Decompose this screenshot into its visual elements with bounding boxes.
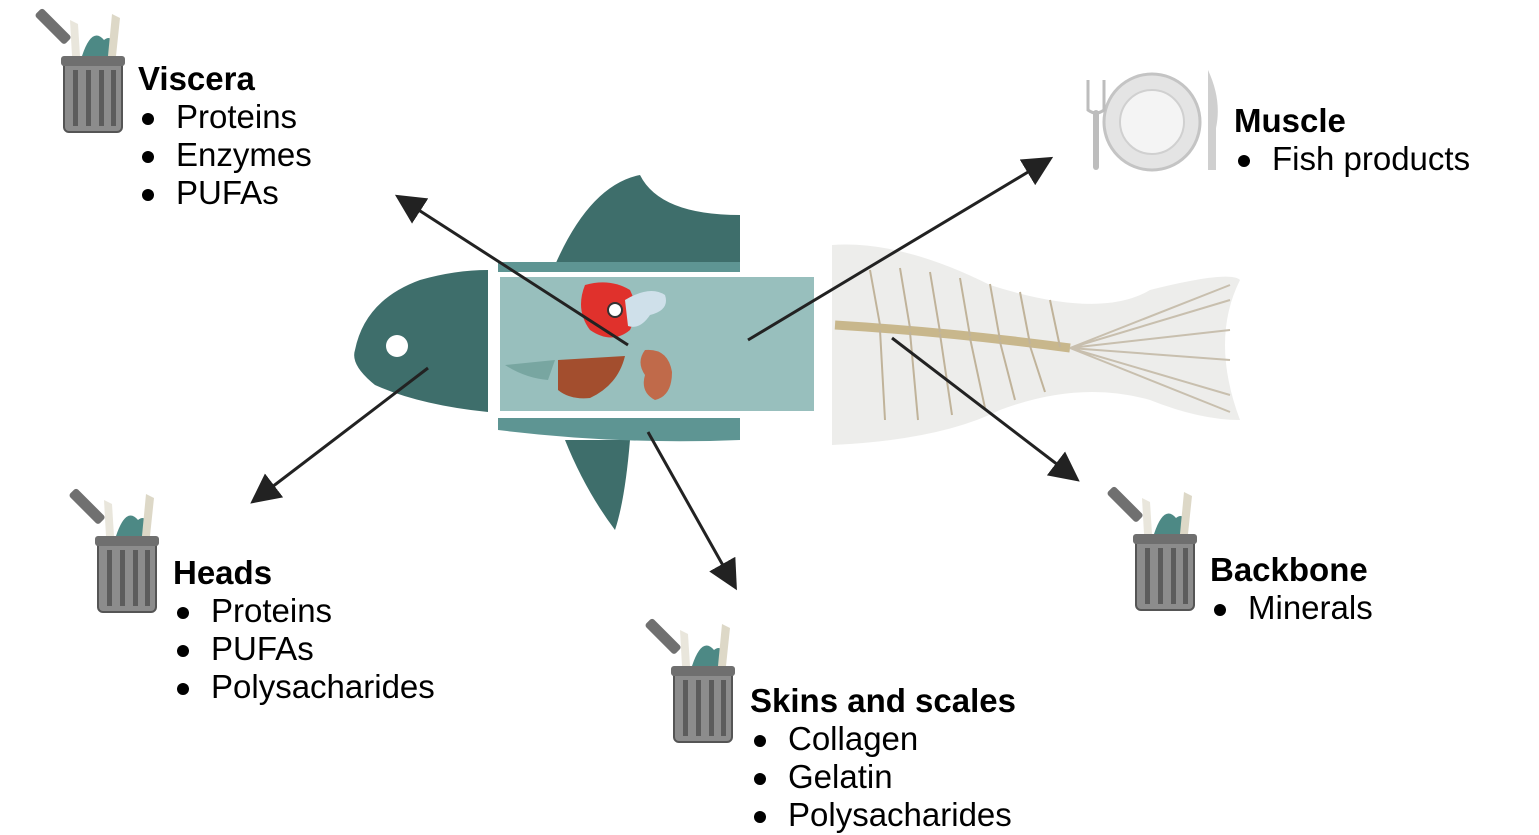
- fish-skeleton-icon: [832, 245, 1240, 446]
- backbone-title: Backbone: [1210, 551, 1373, 589]
- skins-group: Skins and scales Collagen Gelatin Polysa…: [750, 682, 1016, 834]
- backbone-list: Minerals: [1210, 589, 1373, 627]
- muscle-title: Muscle: [1234, 102, 1470, 140]
- muscle-list: Fish products: [1234, 140, 1470, 178]
- list-item: Gelatin: [750, 758, 1016, 796]
- list-item: Enzymes: [138, 136, 312, 174]
- trash-bin-icon: [644, 618, 735, 742]
- list-item: Polysacharides: [750, 796, 1016, 834]
- list-item: PUFAs: [173, 630, 435, 668]
- list-item: Minerals: [1210, 589, 1373, 627]
- viscera-list: Proteins Enzymes PUFAs: [138, 98, 312, 212]
- backbone-group: Backbone Minerals: [1210, 551, 1373, 627]
- viscera-group: Viscera Proteins Enzymes PUFAs: [138, 60, 312, 212]
- list-item: Proteins: [173, 592, 435, 630]
- list-item: Polysacharides: [173, 668, 435, 706]
- viscera-title: Viscera: [138, 60, 312, 98]
- fish-icon: [354, 175, 816, 530]
- list-item: Collagen: [750, 720, 1016, 758]
- list-item: PUFAs: [138, 174, 312, 212]
- muscle-group: Muscle Fish products: [1234, 102, 1470, 178]
- skins-title: Skins and scales: [750, 682, 1016, 720]
- trash-bin-icon: [34, 8, 125, 132]
- trash-bin-icon: [1106, 486, 1197, 610]
- heads-title: Heads: [173, 554, 435, 592]
- plate-cutlery-icon: [1088, 70, 1218, 170]
- trash-bin-icon: [68, 488, 159, 612]
- skins-list: Collagen Gelatin Polysacharides: [750, 720, 1016, 834]
- list-item: Proteins: [138, 98, 312, 136]
- heads-group: Heads Proteins PUFAs Polysacharides: [173, 554, 435, 706]
- list-item: Fish products: [1234, 140, 1470, 178]
- heads-list: Proteins PUFAs Polysacharides: [173, 592, 435, 706]
